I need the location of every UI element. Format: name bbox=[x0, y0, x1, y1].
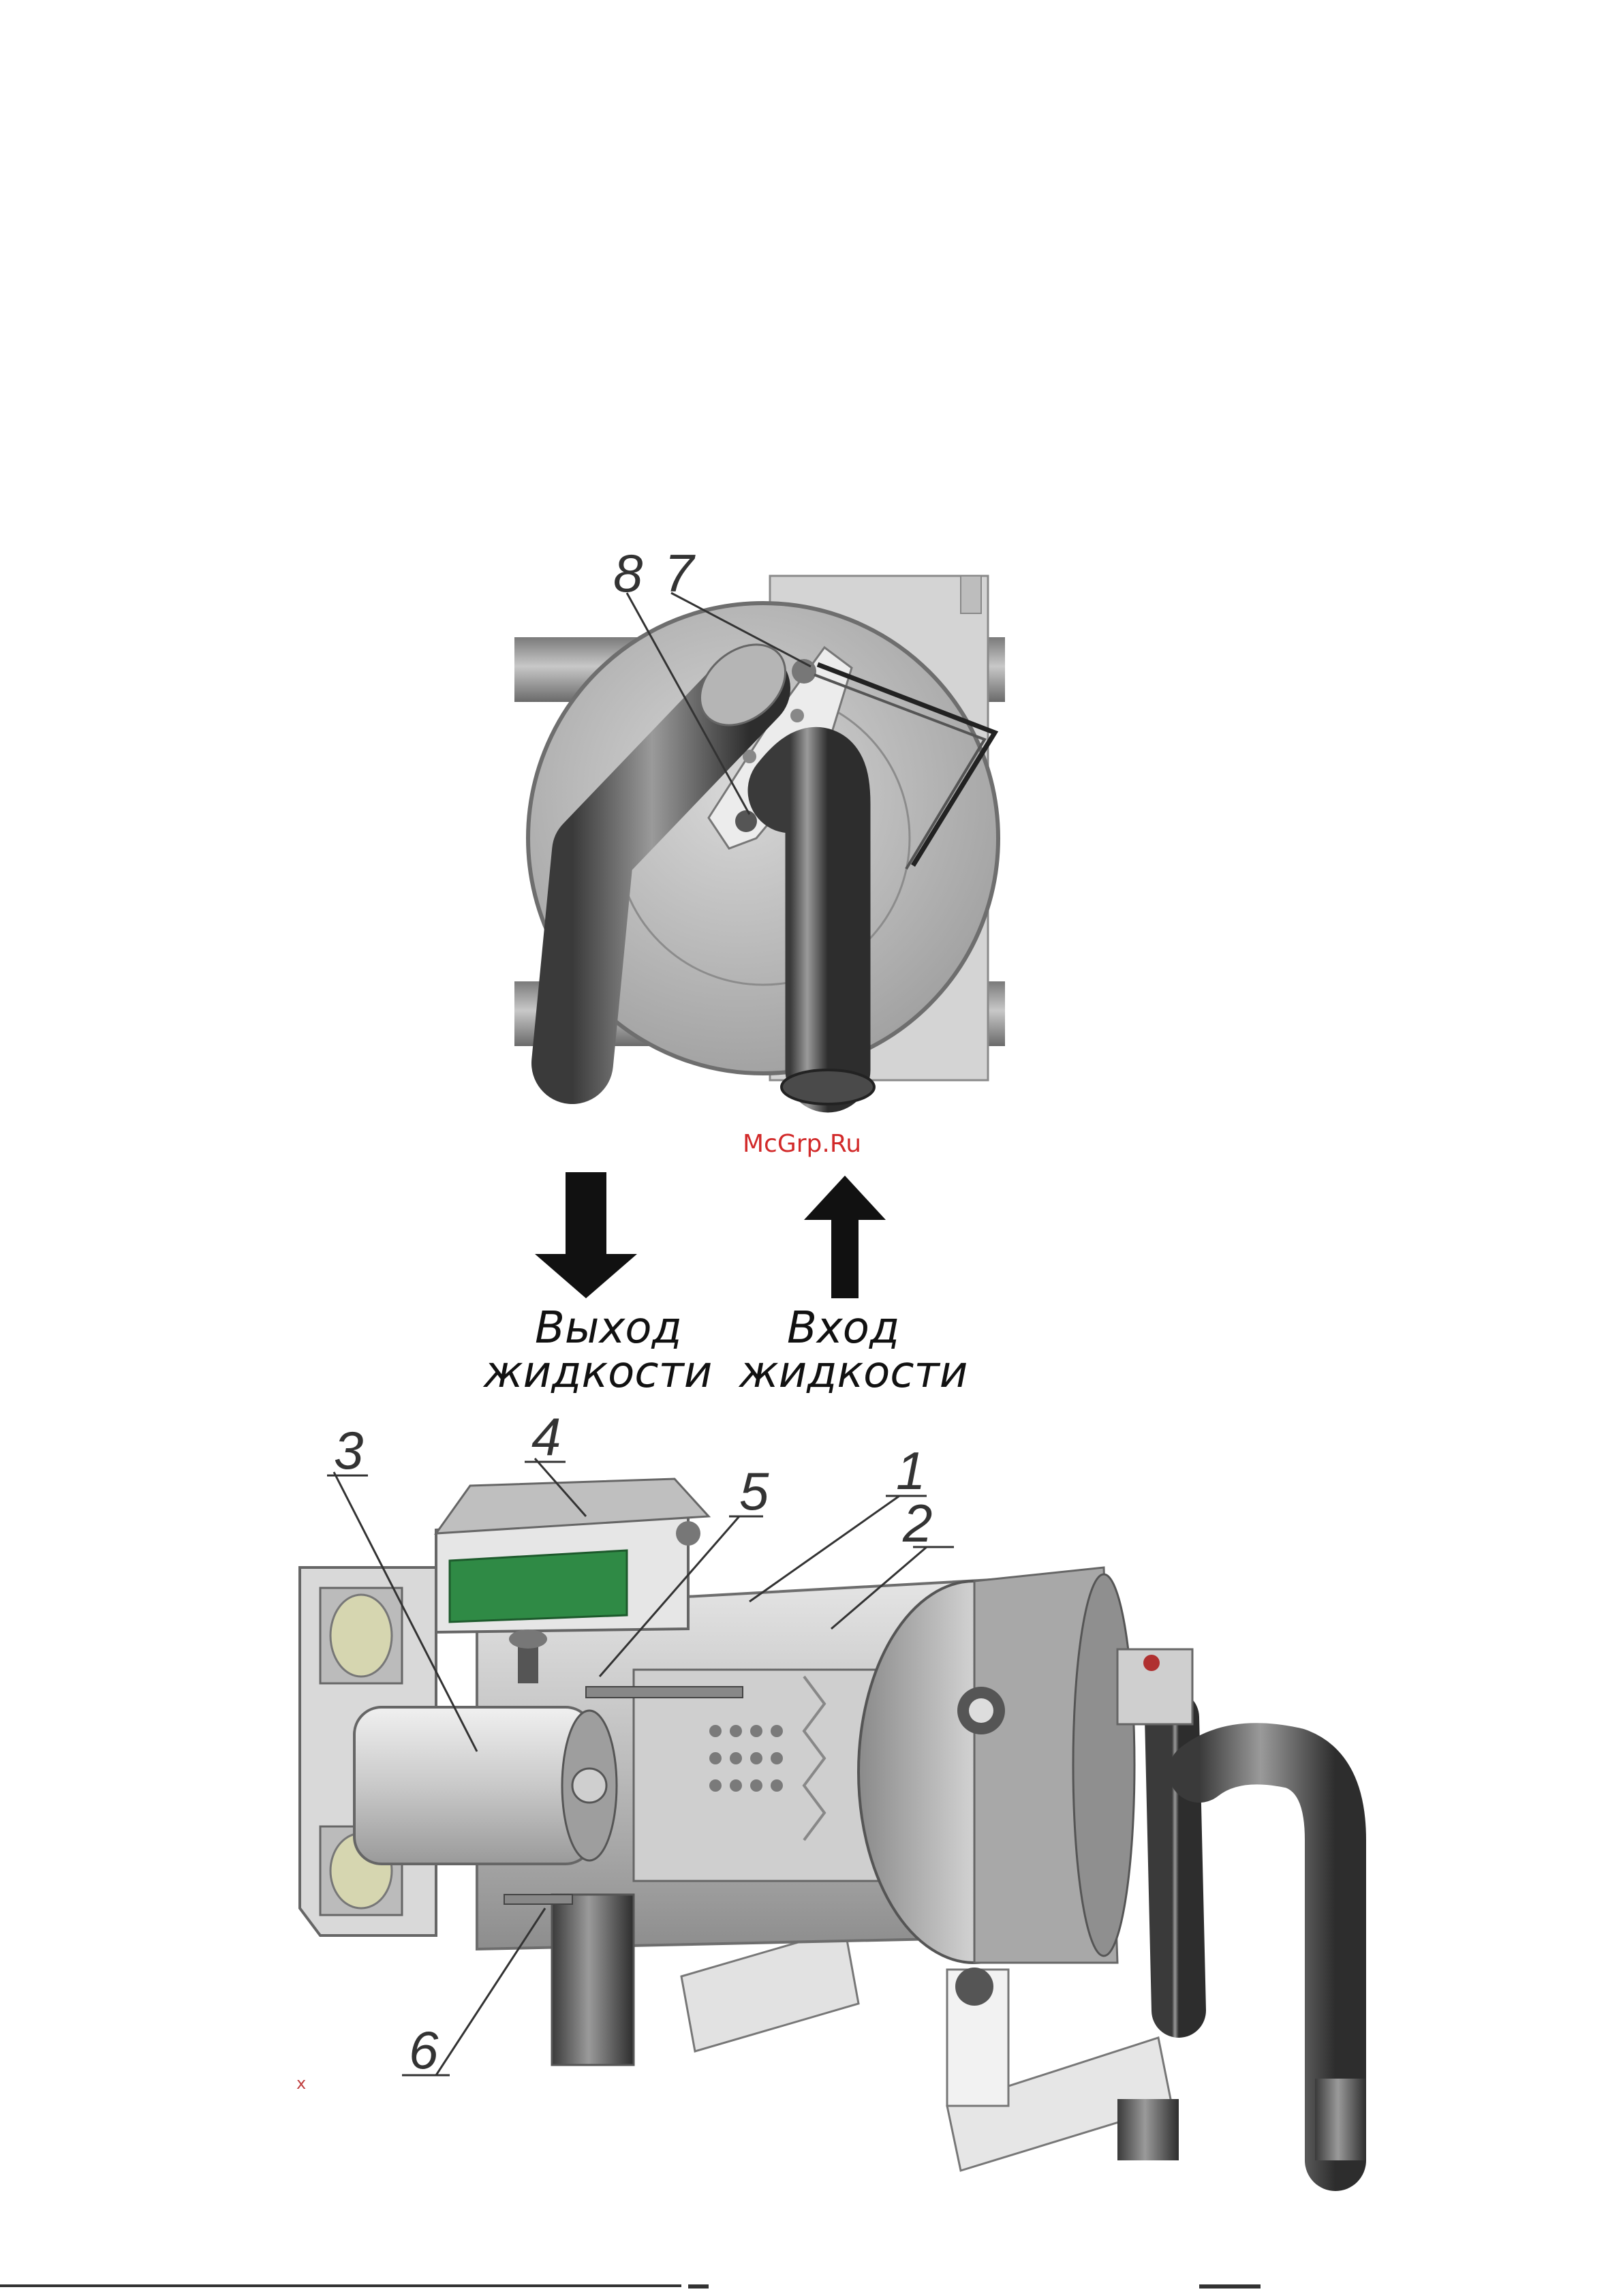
glow-plug bbox=[586, 1687, 743, 1698]
callout-2: 2 bbox=[902, 1493, 932, 1553]
callout-8: 8 bbox=[613, 543, 643, 603]
callout-4: 4 bbox=[531, 1407, 561, 1467]
outlet-arrow bbox=[535, 1172, 637, 1298]
combustion-chamber bbox=[634, 1670, 879, 1881]
watermark: McGrp.Ru bbox=[743, 1130, 861, 1158]
callout-6: 6 bbox=[409, 2020, 439, 2080]
page-edge-left bbox=[0, 2284, 681, 2287]
outlet-label-line1: Выход bbox=[535, 1303, 682, 1353]
cutaway-view: 1 2 3 4 5 6 x bbox=[296, 1407, 1366, 2171]
circuit-board bbox=[450, 1550, 627, 1622]
callout-1: 1 bbox=[896, 1441, 925, 1501]
inlet-pipe bbox=[790, 769, 828, 1070]
inlet-label-line2: жидкости bbox=[738, 1347, 968, 1398]
callout-7: 7 bbox=[664, 543, 696, 603]
bracket-left bbox=[681, 1929, 859, 2051]
flow-indicators: Выход жидкости Вход жидкости bbox=[482, 1172, 968, 1398]
inlet-label-line1: Вход bbox=[787, 1303, 899, 1353]
top-view: 8 7 McGrp.Ru bbox=[514, 543, 1005, 1158]
electric-motor bbox=[354, 1707, 593, 1864]
inlet-arrow bbox=[804, 1176, 886, 1298]
callout-3: 3 bbox=[334, 1420, 363, 1480]
page-edge-mid bbox=[688, 2284, 709, 2289]
outlet-label-line2: жидкости bbox=[482, 1347, 712, 1398]
callout-5: 5 bbox=[739, 1461, 769, 1521]
page-edge-right bbox=[1199, 2284, 1261, 2289]
overheat-sensor bbox=[504, 1895, 572, 1904]
stray-mark: x bbox=[296, 2074, 306, 2093]
air-inlet-pipe bbox=[552, 1895, 634, 2065]
